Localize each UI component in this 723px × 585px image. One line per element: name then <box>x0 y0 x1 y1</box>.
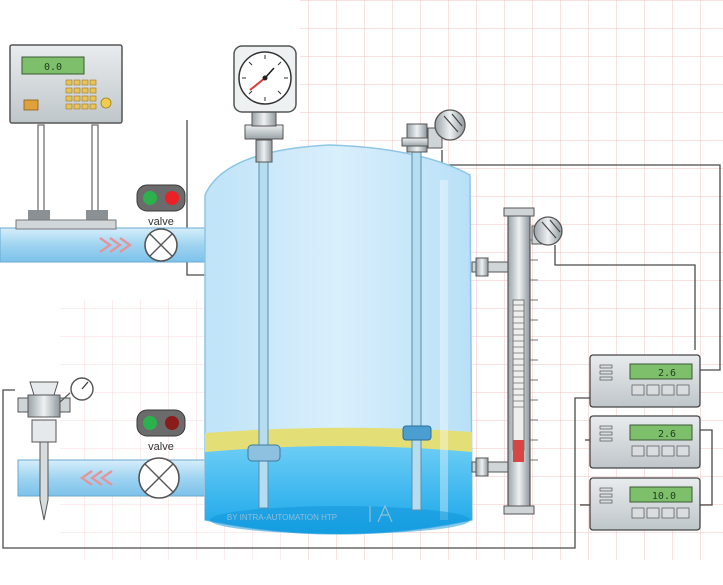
watermark: BY INTRA-AUTOMATION HTP <box>227 513 337 522</box>
bottom-valve-label: valve <box>148 441 174 453</box>
flow-meter-knob-icon[interactable] <box>100 97 112 109</box>
inlet-pipe <box>0 227 211 263</box>
flow-meter-screen <box>21 56 85 75</box>
indicator-unit-3 <box>589 477 701 531</box>
top-valve-green-light <box>143 191 157 205</box>
indicator-1-display: 2.6 <box>658 368 676 379</box>
indicator-unit-2 <box>589 415 701 469</box>
signal-wiring <box>2 120 721 549</box>
storage-tank <box>204 144 473 535</box>
watermark-logo <box>369 504 393 523</box>
top-valve[interactable] <box>144 228 178 262</box>
right-probe <box>401 123 433 511</box>
magnetic-level-gauge <box>471 207 538 515</box>
level-sensor-icon[interactable] <box>427 109 466 149</box>
inlet-flow-arrows <box>99 237 133 253</box>
control-valve-icon[interactable] <box>17 377 94 521</box>
indicator-3-display: 10.0 <box>652 491 676 502</box>
pressure-gauge-icon[interactable] <box>233 45 297 113</box>
indicator-unit-1 <box>589 354 701 408</box>
flow-meter-display: 0.0 <box>44 62 62 73</box>
bottom-valve-green-light <box>143 416 157 430</box>
top-valve-red-light <box>165 191 179 205</box>
bottom-valve[interactable] <box>138 457 180 499</box>
flow-meter-keypad <box>65 79 97 110</box>
flow-meter: 0.0 <box>9 44 123 230</box>
left-probe <box>244 109 284 509</box>
top-valve-label: valve <box>148 216 174 228</box>
top-valve-lights <box>136 184 186 212</box>
indicator-2-display: 2.6 <box>658 429 676 440</box>
bottom-valve-red-light <box>165 416 179 430</box>
bottom-valve-lights <box>136 409 186 437</box>
outlet-flow-arrows <box>79 470 113 486</box>
gauge-transmitter-icon[interactable] <box>531 216 563 246</box>
